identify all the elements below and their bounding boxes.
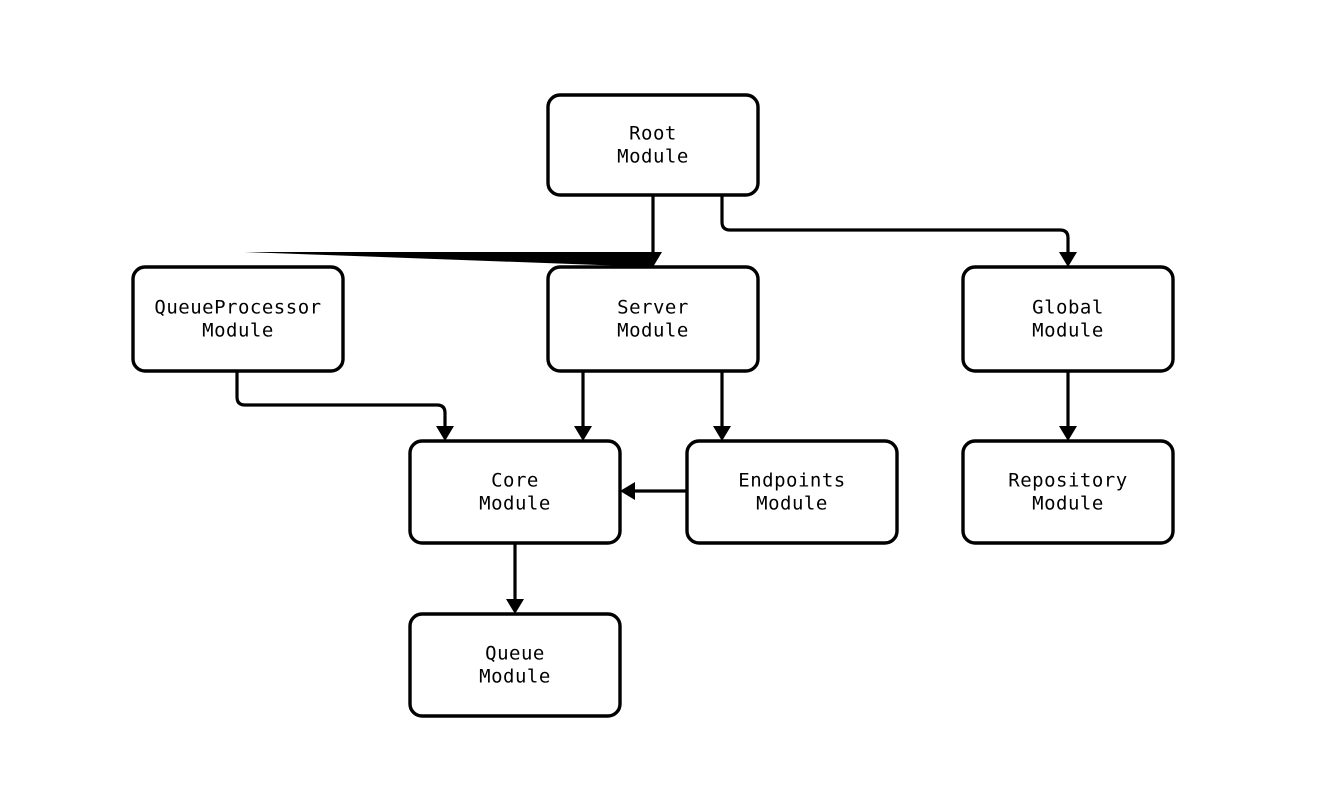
node-label-line2: Module <box>479 666 551 688</box>
edge-global-to-repository <box>1059 371 1077 441</box>
node-box-global[interactable] <box>961 265 1175 373</box>
node-box-queue[interactable] <box>408 612 622 718</box>
edge-core-to-queue <box>506 543 524 614</box>
edge-root-to-server <box>244 195 662 267</box>
node-label-line2: Module <box>617 146 689 168</box>
edge-line <box>235 371 447 426</box>
edge-root-to-global <box>720 195 1077 267</box>
arrowhead-icon <box>244 252 662 267</box>
edge-queueprocessor-to-core <box>235 371 454 441</box>
node-box-root[interactable] <box>546 93 760 197</box>
edges-layer <box>235 195 1077 614</box>
node-label-line1: Endpoints <box>738 470 845 492</box>
nodes-layer: RootModuleQueueProcessorModuleServerModu… <box>131 93 1175 718</box>
arrowhead-icon <box>436 426 454 441</box>
node-label-line2: Module <box>617 320 689 342</box>
edge-server-to-core <box>574 371 592 441</box>
node-box-core[interactable] <box>408 439 622 545</box>
node-label-line1: Core <box>491 470 539 492</box>
node-label-line1: QueueProcessor <box>154 297 321 319</box>
node-label-line2: Module <box>756 493 828 515</box>
arrowhead-icon <box>1059 252 1077 267</box>
node-label-line1: Global <box>1032 297 1104 319</box>
node-box-queueprocessor[interactable] <box>131 265 345 373</box>
node-label-line2: Module <box>202 320 274 342</box>
node-box-endpoints[interactable] <box>685 439 899 545</box>
node-label-line1: Repository <box>1008 470 1127 492</box>
node-label-line2: Module <box>1032 320 1104 342</box>
node-label-line1: Root <box>629 123 677 145</box>
node-label-line1: Server <box>617 297 689 319</box>
node-label-line2: Module <box>1032 493 1104 515</box>
edge-server-to-endpoints <box>713 371 731 441</box>
edge-line <box>720 195 1070 252</box>
arrowhead-icon <box>574 426 592 441</box>
arrowhead-icon <box>1059 426 1077 441</box>
arrowhead-icon <box>506 599 524 614</box>
arrowhead-icon <box>620 482 635 500</box>
node-box-repository[interactable] <box>961 439 1175 545</box>
edge-endpoints-to-core <box>620 482 687 500</box>
node-label-line1: Queue <box>485 643 545 665</box>
node-label-line2: Module <box>479 493 551 515</box>
node-box-server[interactable] <box>546 265 760 373</box>
arrowhead-icon <box>713 426 731 441</box>
